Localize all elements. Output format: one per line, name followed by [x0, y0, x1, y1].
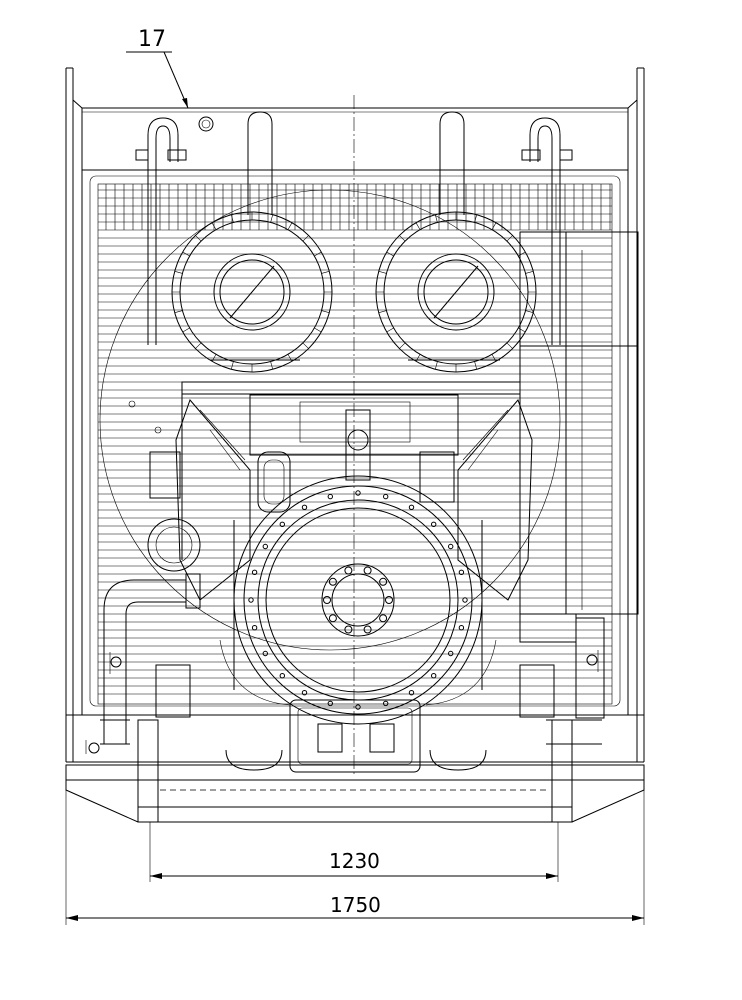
base-frame — [65, 719, 645, 823]
flywheel-bolt — [383, 493, 389, 500]
flywheel-bolt — [251, 569, 258, 575]
radiator-grille — [97, 183, 613, 705]
dimension-1750: 1750 — [65, 790, 645, 925]
right-accessories — [519, 613, 605, 745]
dimension-value-1230: 1230 — [329, 849, 380, 873]
callout-label: 17 — [138, 27, 166, 52]
air-filter-left — [171, 211, 333, 373]
flywheel-bolt — [301, 504, 308, 510]
flywheel-housing — [219, 475, 497, 725]
dimension-value-1750: 1750 — [330, 893, 381, 917]
flywheel-bolt — [262, 543, 268, 550]
callout-17: 17 — [126, 27, 189, 109]
oil-pan — [155, 664, 555, 773]
flywheel-bolt — [408, 690, 415, 696]
flywheel-bolt — [458, 569, 465, 575]
flywheel-bolt — [323, 596, 331, 604]
flywheel-bolt — [355, 704, 361, 710]
flywheel-bolt — [408, 504, 415, 510]
flywheel-bolt — [383, 700, 389, 707]
air-filter-right — [375, 211, 537, 373]
flywheel-bolt — [385, 596, 393, 604]
flywheel-bolt — [328, 577, 337, 586]
flywheel-bolt — [327, 700, 333, 707]
flywheel-bolt — [448, 650, 454, 657]
flywheel-bolt — [251, 625, 258, 631]
flywheel-bolt — [248, 597, 254, 603]
flywheel-bolt — [462, 597, 468, 603]
flywheel-bolt — [379, 577, 388, 586]
fan-ring — [99, 189, 561, 651]
flywheel-bolt — [363, 625, 372, 634]
side-panel-right — [519, 231, 639, 615]
canopy-frame — [65, 67, 645, 763]
flywheel-bolt — [363, 566, 372, 575]
flywheel-bolt — [458, 625, 465, 631]
flywheel-bolt — [355, 490, 361, 496]
flywheel-bolt — [279, 521, 285, 527]
flywheel-bolt — [344, 566, 353, 575]
flywheel-bolt — [328, 614, 337, 623]
left-accessories — [85, 400, 201, 754]
flywheel-bolt — [344, 625, 353, 634]
intake-pipes — [135, 111, 573, 345]
flywheel-bolt — [431, 521, 437, 527]
flywheel-bolt — [327, 493, 333, 500]
flywheel-bolt — [431, 673, 437, 679]
flywheel-bolt — [379, 614, 388, 623]
flywheel-bolt — [301, 690, 308, 696]
dimension-1230: 1230 — [149, 822, 559, 882]
flywheel-bolt — [262, 650, 268, 657]
flywheel-bolt — [279, 673, 285, 679]
flywheel-bolt — [448, 543, 454, 550]
